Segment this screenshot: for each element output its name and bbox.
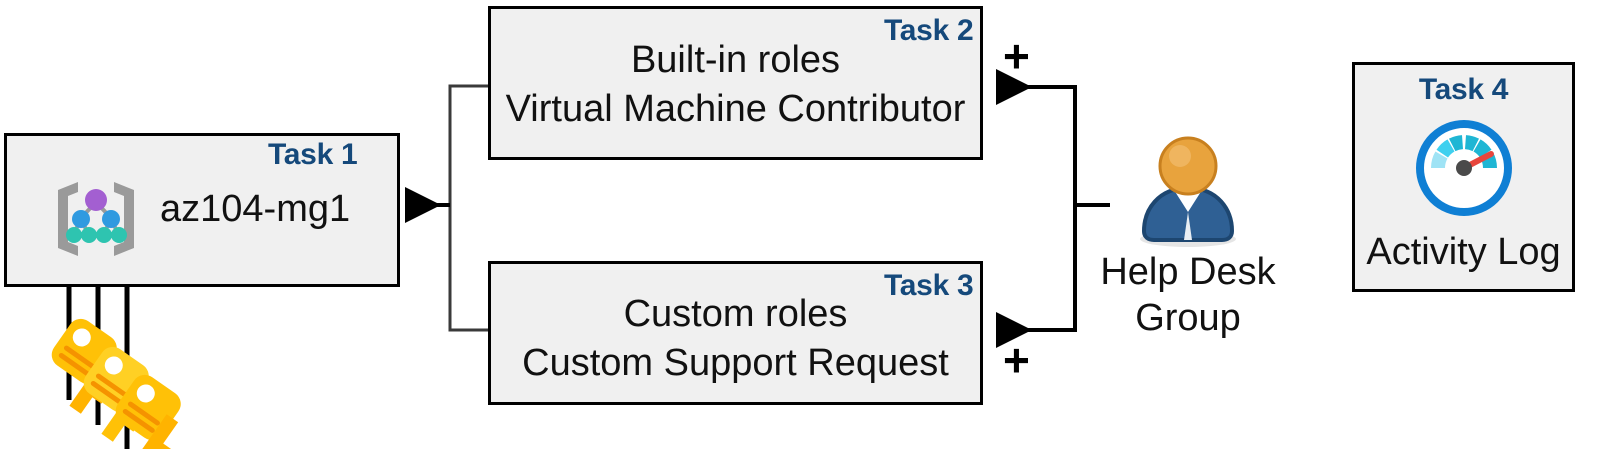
task3-box[interactable] [488,261,983,405]
plus-icon-top: + [1003,30,1030,82]
task3-text-line2: Custom Support Request [522,342,949,384]
plus-icon-bottom: + [1003,334,1030,386]
task1-text: az104-mg1 [160,188,351,230]
task4-text: Activity Log [1366,231,1561,273]
actor-label-line2: Group [1135,297,1241,339]
task2-box[interactable] [488,6,983,160]
task2-text-line2: Virtual Machine Contributor [505,88,966,130]
role-assignment-keys-icon [36,310,181,449]
connector-roles-to-mgmtgroup [405,84,488,332]
activity-log-gauge-icon [1414,118,1514,218]
task4-label: Task 4 [1418,73,1509,106]
actor-label-line1: Help Desk [1100,251,1276,293]
task1-box[interactable] [4,133,400,287]
task2-text-line1: Built-in roles [630,39,841,81]
task3-label: Task 3 [884,269,974,302]
user-group-icon [1128,136,1248,248]
task3-text-line1: Custom roles [623,293,848,335]
management-group-icon [48,176,144,260]
task2-label: Task 2 [884,14,974,47]
task1-label: Task 1 [268,138,358,171]
